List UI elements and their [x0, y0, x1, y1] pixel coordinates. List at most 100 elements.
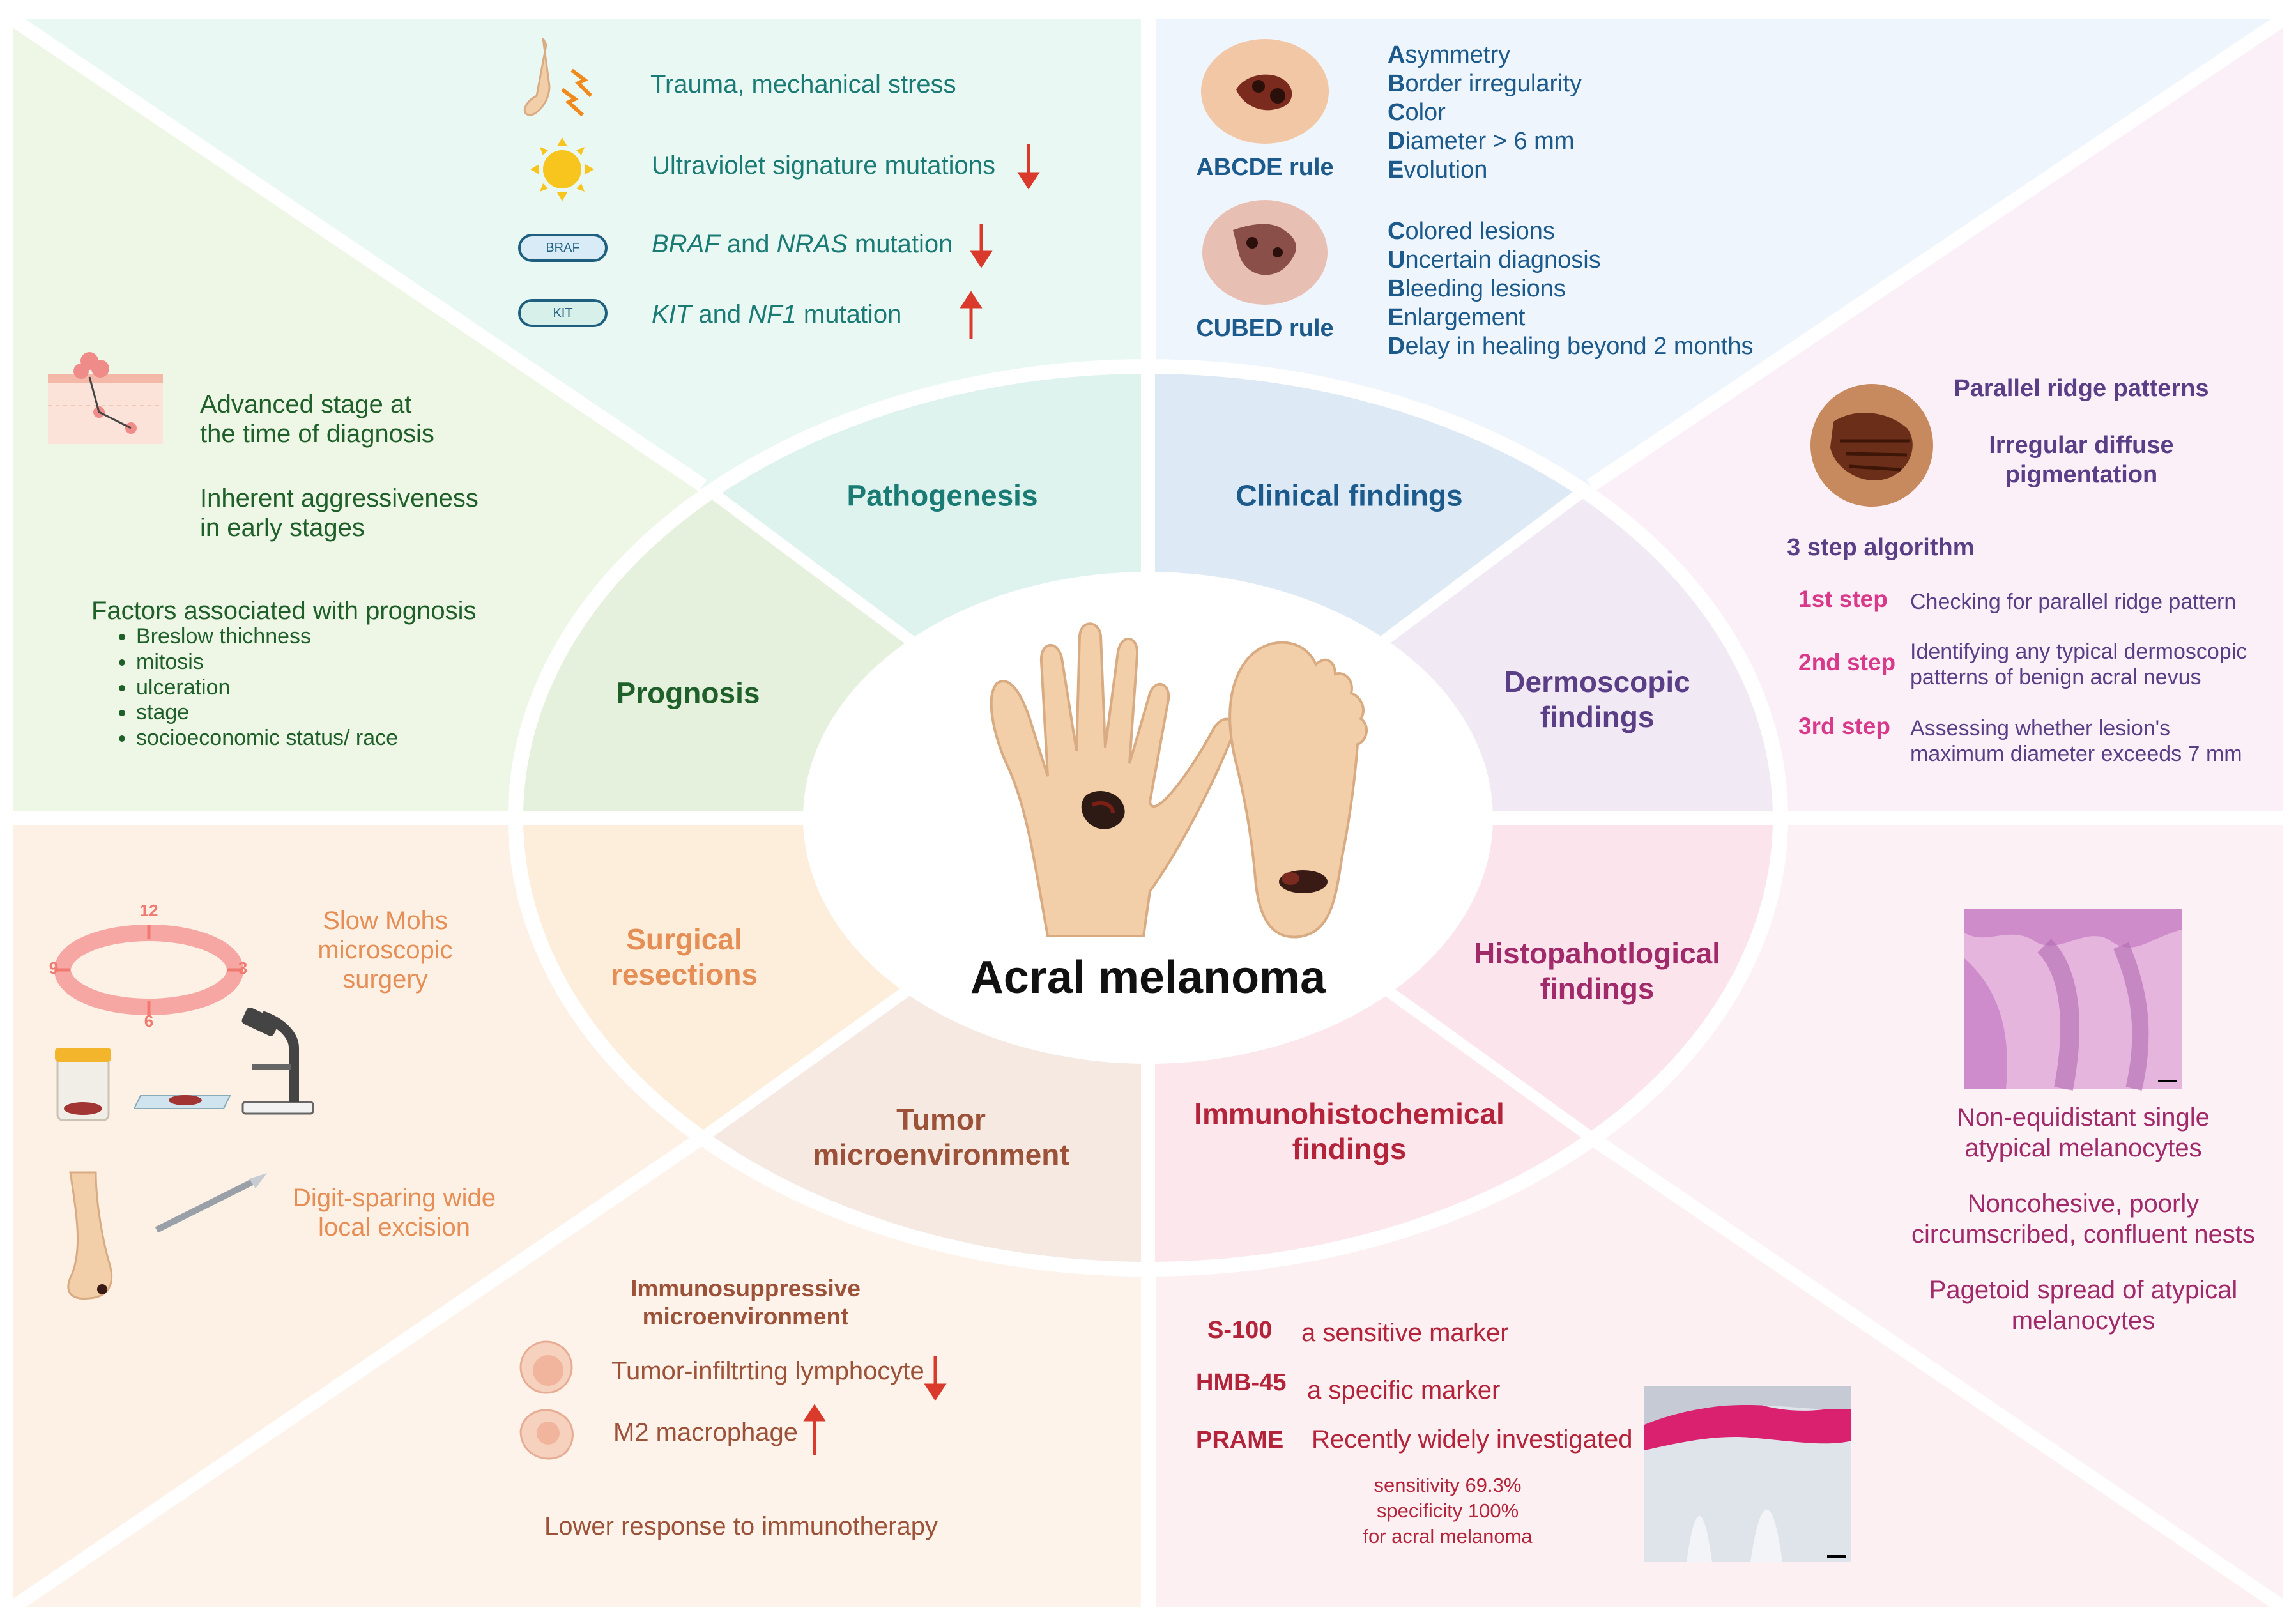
cubed-rule-label: CUBED rule [1196, 315, 1334, 342]
skin-layers-icon [48, 352, 163, 444]
prognosis-item-1: Advanced stage at the time of diagnosis [200, 390, 434, 448]
section-surgical-line2: resections [610, 958, 758, 991]
marker-prame-desc: Recently widely investigated [1312, 1425, 1633, 1454]
section-immunohistochemical: Immunohistochemical findings [1194, 1096, 1504, 1167]
up-arrow-icon [803, 1404, 826, 1455]
slide-icon [133, 1095, 231, 1109]
tumor-item-lymphocyte: Tumor-infiltrting lymphocyte [611, 1357, 924, 1385]
down-arrow-icon [970, 224, 993, 268]
section-dermoscopic-line1: Dermoscopic [1504, 664, 1690, 698]
dermoscopy-image [1810, 384, 1933, 507]
marker-prame: PRAME [1196, 1427, 1284, 1454]
gene-nf1: NF1 [748, 300, 797, 328]
pathogenesis-item-3: BRAF and NRAS mutation [652, 229, 953, 259]
abcde-list: Asymmetry Border irregularity Color Diam… [1388, 41, 1582, 185]
bg-dermoscopic-panel [1591, 19, 2283, 811]
cubed-item: Bleeding lesions [1388, 275, 1566, 302]
and-text: and [719, 230, 777, 258]
histology-image [1964, 909, 2182, 1091]
cubed-item: Uncertain diagnosis [1388, 247, 1601, 273]
prame-stats: sensitivity 69.3% specificity 100% for a… [1363, 1474, 1533, 1547]
marker-hmb45: HMB-45 [1196, 1369, 1287, 1396]
abcde-rule-label: ABCDE rule [1196, 154, 1334, 181]
braf-badge-label: BRAF [546, 241, 580, 255]
section-histo-line1: Histopahotlogical [1474, 936, 1720, 970]
excision-label: Digit-sparing wide local excision [293, 1184, 496, 1241]
kit-badge-icon [518, 299, 608, 327]
gene-nras: NRAS [776, 230, 848, 258]
bg-surgical-panel [13, 824, 703, 1607]
prognosis-factors-list: Breslow thichness mitosis ulceration sta… [91, 624, 398, 751]
section-surgical: Surgical resections [611, 922, 758, 992]
sun-icon [530, 137, 594, 201]
hand-icon [990, 622, 1236, 937]
cubed-item: Colored lesions [1388, 218, 1555, 245]
mohs-ring-icon [54, 925, 243, 1015]
section-dermoscopic-line2: findings [1540, 700, 1655, 733]
section-prognosis: Prognosis [616, 676, 760, 710]
pathogenesis-item-2: Ultraviolet signature mutations [652, 151, 996, 180]
list-item: ulceration [136, 675, 398, 701]
abcde-item: Evolution [1388, 157, 1488, 183]
gene-braf: BRAF [652, 230, 720, 258]
list-item: Breslow thichness [136, 624, 398, 650]
marker-hmb45-desc: a specific marker [1307, 1376, 1501, 1404]
step-1-text: Checking for parallel ridge pattern [1910, 590, 2237, 614]
microscope-icon [241, 1007, 314, 1115]
mutation-text: mutation [847, 230, 953, 258]
list-item: socioeconomic status/ race [136, 726, 398, 751]
histo-finding-3: Pagetoid spread of atypical melanocytes [1929, 1276, 2238, 1335]
gene-kit: KIT [652, 300, 692, 328]
section-tumor-line1: Tumor [896, 1102, 986, 1136]
abcde-item: Color [1388, 99, 1446, 126]
section-tumor-microenvironment: Tumor microenvironment [813, 1102, 1069, 1172]
step-2-text: Identifying any typical dermoscopic patt… [1910, 640, 2247, 689]
clock-12: 12 [139, 901, 158, 920]
macrophage-icon [519, 1409, 574, 1460]
section-ihc-line2: findings [1292, 1132, 1407, 1165]
section-histopathological: Histopahotlogical findings [1474, 936, 1720, 1006]
abcde-lesion-image [1201, 39, 1329, 144]
down-arrow-icon [924, 1356, 947, 1401]
braf-badge-icon [518, 234, 608, 262]
section-surgical-line1: Surgical [626, 922, 742, 956]
section-ihc-line1: Immunohistochemical [1194, 1096, 1504, 1130]
section-tumor-line2: microenvironment [813, 1138, 1069, 1171]
abcde-item: Asymmetry [1388, 42, 1511, 68]
clock-9: 9 [49, 958, 59, 978]
step-2-label: 2nd step [1798, 649, 1896, 675]
foot-sole-icon [1228, 641, 1368, 939]
tumor-panel-title: Immunosuppressive microenvironment [631, 1275, 861, 1330]
pattern-parallel-ridge: Parallel ridge patterns [1954, 375, 2209, 402]
abcde-item: Border irregularity [1388, 70, 1582, 97]
cubed-list: Colored lesions Uncertain diagnosis Blee… [1388, 217, 1754, 361]
center-title: Acral melanoma [970, 951, 1326, 1003]
toe-icon [67, 1171, 113, 1300]
pattern-irregular-diffuse: Irregular diffuse pigmentation [1989, 432, 2174, 488]
histo-finding-2: Noncohesive, poorly circumscribed, confl… [1911, 1190, 2256, 1248]
pathogenesis-item-1: Trauma, mechanical stress [650, 70, 956, 98]
bg-prognosis-panel [13, 19, 703, 811]
prognosis-factors-title: Factors associated with prognosis [91, 597, 477, 625]
lymphocyte-icon [519, 1340, 573, 1394]
pathogenesis-item-4: KIT and NF1 mutation [652, 299, 901, 330]
marker-s100-desc: a sensitive marker [1301, 1319, 1509, 1347]
kit-badge-label: KIT [553, 306, 573, 320]
tumor-item-macrophage: M2 macrophage [613, 1418, 799, 1446]
down-arrow-icon [1017, 144, 1040, 190]
mutation-text: mutation [796, 300, 902, 328]
algorithm-title: 3 step algorithm [1787, 534, 1975, 561]
section-clinical: Clinical findings [1236, 479, 1463, 512]
cubed-item: Enlargement [1388, 304, 1526, 331]
tumor-footer: Lower response to immunotherapy [544, 1512, 938, 1540]
list-item: stage [136, 700, 398, 726]
scalpel-icon [155, 1173, 267, 1233]
histo-finding-1: Non-equidistant single atypical melanocy… [1957, 1103, 2210, 1162]
mohs-label: Slow Mohs microscopic surgery [318, 907, 453, 994]
cubed-lesion-image [1202, 200, 1328, 305]
abcde-item: Diameter > 6 mm [1388, 128, 1575, 155]
and-text: and [691, 300, 749, 328]
step-3-text: Assessing whether lesion's maximum diame… [1910, 716, 2242, 766]
